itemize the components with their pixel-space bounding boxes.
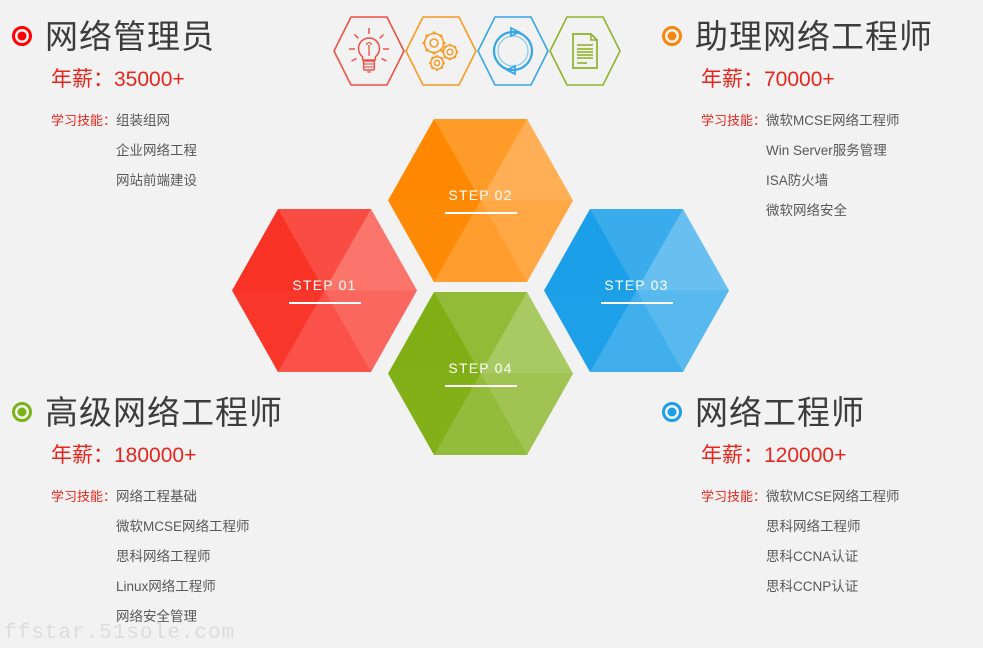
icon-hexagon-row xyxy=(333,15,623,87)
role-title-top-left: 网络管理员 xyxy=(45,16,215,56)
step-hexagon-cluster: STEP 01 STEP 02 xyxy=(232,116,732,461)
role-header-bottom-right: 网络工程师 xyxy=(662,390,983,434)
document-icon xyxy=(549,15,621,87)
skill-item: Win Server服务管理 xyxy=(766,143,887,158)
skill-item: 网络安全管理 xyxy=(116,609,198,624)
role-title-bottom-right: 网络工程师 xyxy=(695,392,865,432)
role-title-top-right: 助理网络工程师 xyxy=(695,16,933,56)
skills-label-top-left: 学习技能： xyxy=(51,113,117,128)
bullet-marker-bottom-left xyxy=(12,402,32,422)
step-hexagon-03[interactable]: STEP 03 xyxy=(544,209,729,372)
skill-item: 企业网络工程 xyxy=(116,143,198,158)
bullet-marker-top-right xyxy=(662,26,682,46)
salary-bottom-right: 年薪：120000+ xyxy=(701,444,847,467)
skills-label-bottom-right: 学习技能： xyxy=(701,489,767,504)
skill-item: 网站前端建设 xyxy=(116,173,198,188)
salary-bottom-left: 年薪：180000+ xyxy=(51,444,197,467)
skills-label-bottom-left: 学习技能： xyxy=(51,489,117,504)
gears-icon xyxy=(405,15,477,87)
skill-item: 微软MCSE网络工程师 xyxy=(766,113,900,128)
skill-item: ISA防火墙 xyxy=(766,173,829,188)
skill-item: 网络工程基础 xyxy=(116,489,198,504)
watermark-text: ffstar.51sole.com xyxy=(4,622,236,645)
skill-item: 微软MCSE网络工程师 xyxy=(116,519,250,534)
refresh-cycle-icon xyxy=(477,15,549,87)
skills-bottom-left: 学习技能： 网络工程基础微软MCSE网络工程师思科网络工程师 Linux网络工程师… xyxy=(51,482,412,632)
role-block-bottom-right: 网络工程师 年薪：120000+ 学习技能： 微软MCSE网络工程师思科网络工程… xyxy=(662,390,983,602)
step-hexagon-01-shape xyxy=(232,209,417,372)
skill-item: 思科网络工程师 xyxy=(116,549,211,564)
skill-item: 思科网络工程师 xyxy=(766,519,861,534)
bullet-marker-top-left xyxy=(12,26,32,46)
salary-top-left: 年薪：35000+ xyxy=(51,68,185,91)
skill-item: 微软网络安全 xyxy=(766,203,848,218)
skill-item: 思科CCNP认证 xyxy=(766,579,859,594)
skills-list-top-right: 微软MCSE网络工程师 Win Server服务管理 ISA防火墙微软网络安全 xyxy=(766,106,900,226)
skill-item: 思科CCNA认证 xyxy=(766,549,859,564)
step-hexagon-03-shape xyxy=(544,209,729,372)
role-header-top-left: 网络管理员 xyxy=(12,14,412,58)
step-hexagon-04-shape xyxy=(388,292,573,455)
skills-label-top-right: 学习技能： xyxy=(701,113,767,128)
skills-list-bottom-left: 网络工程基础微软MCSE网络工程师思科网络工程师 Linux网络工程师网络安全管理 xyxy=(116,482,250,632)
skills-top-right: 学习技能： 微软MCSE网络工程师 Win Server服务管理 ISA防火墙微软网… xyxy=(701,106,983,226)
salary-top-right: 年薪：70000+ xyxy=(701,68,835,91)
skills-list-bottom-right: 微软MCSE网络工程师思科网络工程师思科CCNA认证思科CCNP认证 xyxy=(766,482,900,602)
role-header-bottom-left: 高级网络工程师 xyxy=(12,390,412,434)
skill-item: Linux网络工程师 xyxy=(116,579,216,594)
role-header-top-right: 助理网络工程师 xyxy=(662,14,983,58)
role-block-top-right: 助理网络工程师 年薪：70000+ 学习技能： 微软MCSE网络工程师 Win S… xyxy=(662,14,983,226)
role-block-top-left: 网络管理员 年薪：35000+ 学习技能： 组装组网企业网络工程网站前端建设 xyxy=(12,14,412,196)
step-hexagon-04[interactable]: STEP 04 xyxy=(388,292,573,455)
bullet-marker-bottom-right xyxy=(662,402,682,422)
role-block-bottom-left: 高级网络工程师 年薪：180000+ 学习技能： 网络工程基础微软MCSE网络工… xyxy=(12,390,412,632)
skill-item: 组装组网 xyxy=(116,113,171,128)
lightbulb-icon xyxy=(333,15,405,87)
step-hexagon-02-shape xyxy=(388,119,573,282)
skills-top-left: 学习技能： 组装组网企业网络工程网站前端建设 xyxy=(51,106,412,196)
skill-item: 微软MCSE网络工程师 xyxy=(766,489,900,504)
skills-list-top-left: 组装组网企业网络工程网站前端建设 xyxy=(116,106,197,196)
skills-bottom-right: 学习技能： 微软MCSE网络工程师思科网络工程师思科CCNA认证思科CCNP认证 xyxy=(701,482,983,602)
role-title-bottom-left: 高级网络工程师 xyxy=(45,392,283,432)
